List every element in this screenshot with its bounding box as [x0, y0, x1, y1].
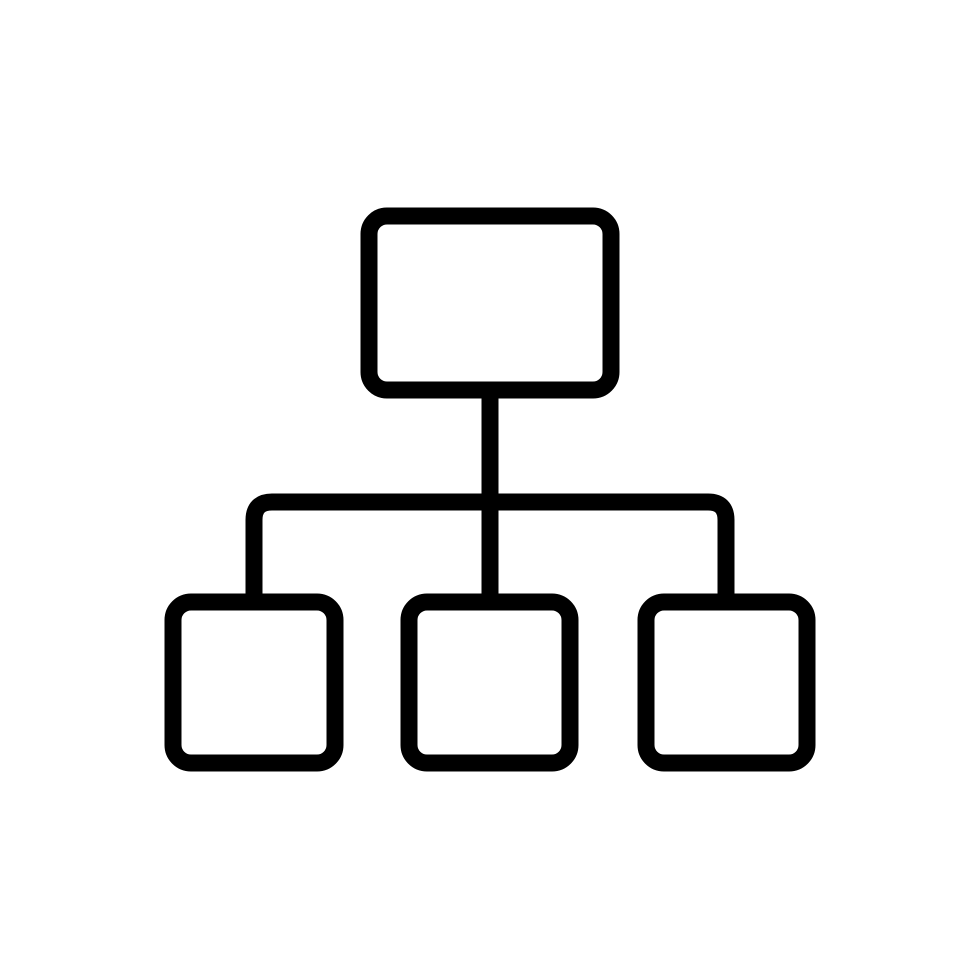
child-left-node-box: [164, 593, 344, 772]
root-node-box: [360, 207, 620, 399]
child-right-node-box: [637, 593, 816, 772]
child-center-node-box: [400, 593, 579, 772]
branch-connector: [245, 493, 735, 611]
